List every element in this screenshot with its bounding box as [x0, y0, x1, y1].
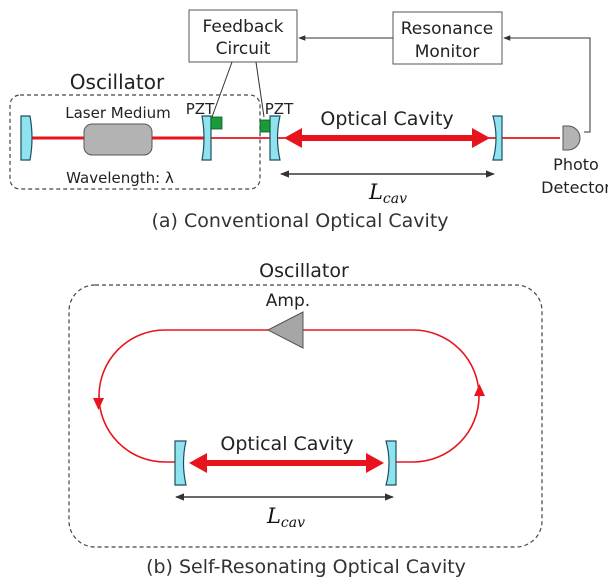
bottom-cavity-length-sub: cav [281, 515, 305, 531]
photo-detector-label-line2: Detector [541, 178, 608, 197]
detector-to-monitor-arrow [503, 35, 591, 133]
photo-detector-label-line1: Photo [553, 155, 599, 174]
pzt-left [210, 116, 223, 130]
wavelength-label: Wavelength: λ [66, 169, 174, 187]
bottom-cavity-right-mirror [385, 440, 397, 486]
caption-a: (a) Conventional Optical Cavity [151, 210, 448, 232]
oscillator-end-mirror [20, 115, 33, 161]
pzt-right-label: PZT [265, 100, 294, 118]
cavity-double-arrow [284, 128, 490, 148]
oscillator-label: Oscillator [70, 70, 165, 94]
bottom-cavity-double-arrow [189, 453, 384, 473]
oscillator-dashed-box [9, 94, 261, 190]
resonance-monitor-label-line2: Monitor [415, 42, 480, 62]
photo-detector [562, 125, 581, 151]
feedback-circuit-label-line2: Circuit [216, 39, 271, 59]
pzt-right [259, 119, 271, 133]
oscillator-output-mirror [201, 115, 212, 161]
feedback-to-pzt-left-line [211, 61, 233, 118]
feedback-circuit-label-line1: Feedback [203, 17, 284, 37]
caption-b: (b) Self-Resonating Optical Cavity [146, 556, 466, 578]
cavity-length-main: L [368, 180, 383, 204]
bottom-cavity-length-label: Lcav [266, 504, 305, 531]
cavity-length-sub: cav [383, 191, 407, 207]
amp-label: Amp. [266, 291, 310, 311]
bottom-oscillator-dashed-box [68, 284, 543, 548]
cavity-output-mirror [492, 115, 503, 161]
feedback-to-pzt-right-line [255, 61, 265, 118]
ring-direction-arrow-right [474, 384, 485, 396]
feedback-circuit-box: Feedback Circuit [188, 9, 298, 63]
ring-direction-arrow-left [93, 398, 104, 410]
laser-medium [83, 123, 153, 156]
optical-cavity-label: Optical Cavity [320, 108, 453, 130]
resonance-monitor-box: Resonance Monitor [392, 11, 503, 65]
resonance-monitor-label-line1: Resonance [401, 19, 494, 39]
bottom-cavity-left-mirror [174, 440, 187, 486]
amplifier [266, 311, 304, 349]
cavity-length-label: Lcav [368, 180, 407, 207]
bottom-optical-cavity-label: Optical Cavity [220, 433, 353, 455]
cavity-input-mirror [269, 115, 281, 161]
bottom-cavity-length-main: L [266, 504, 281, 528]
bottom-oscillator-label: Oscillator [259, 260, 349, 282]
pzt-left-label: PZT [186, 100, 215, 118]
laser-medium-label: Laser Medium [65, 104, 171, 122]
